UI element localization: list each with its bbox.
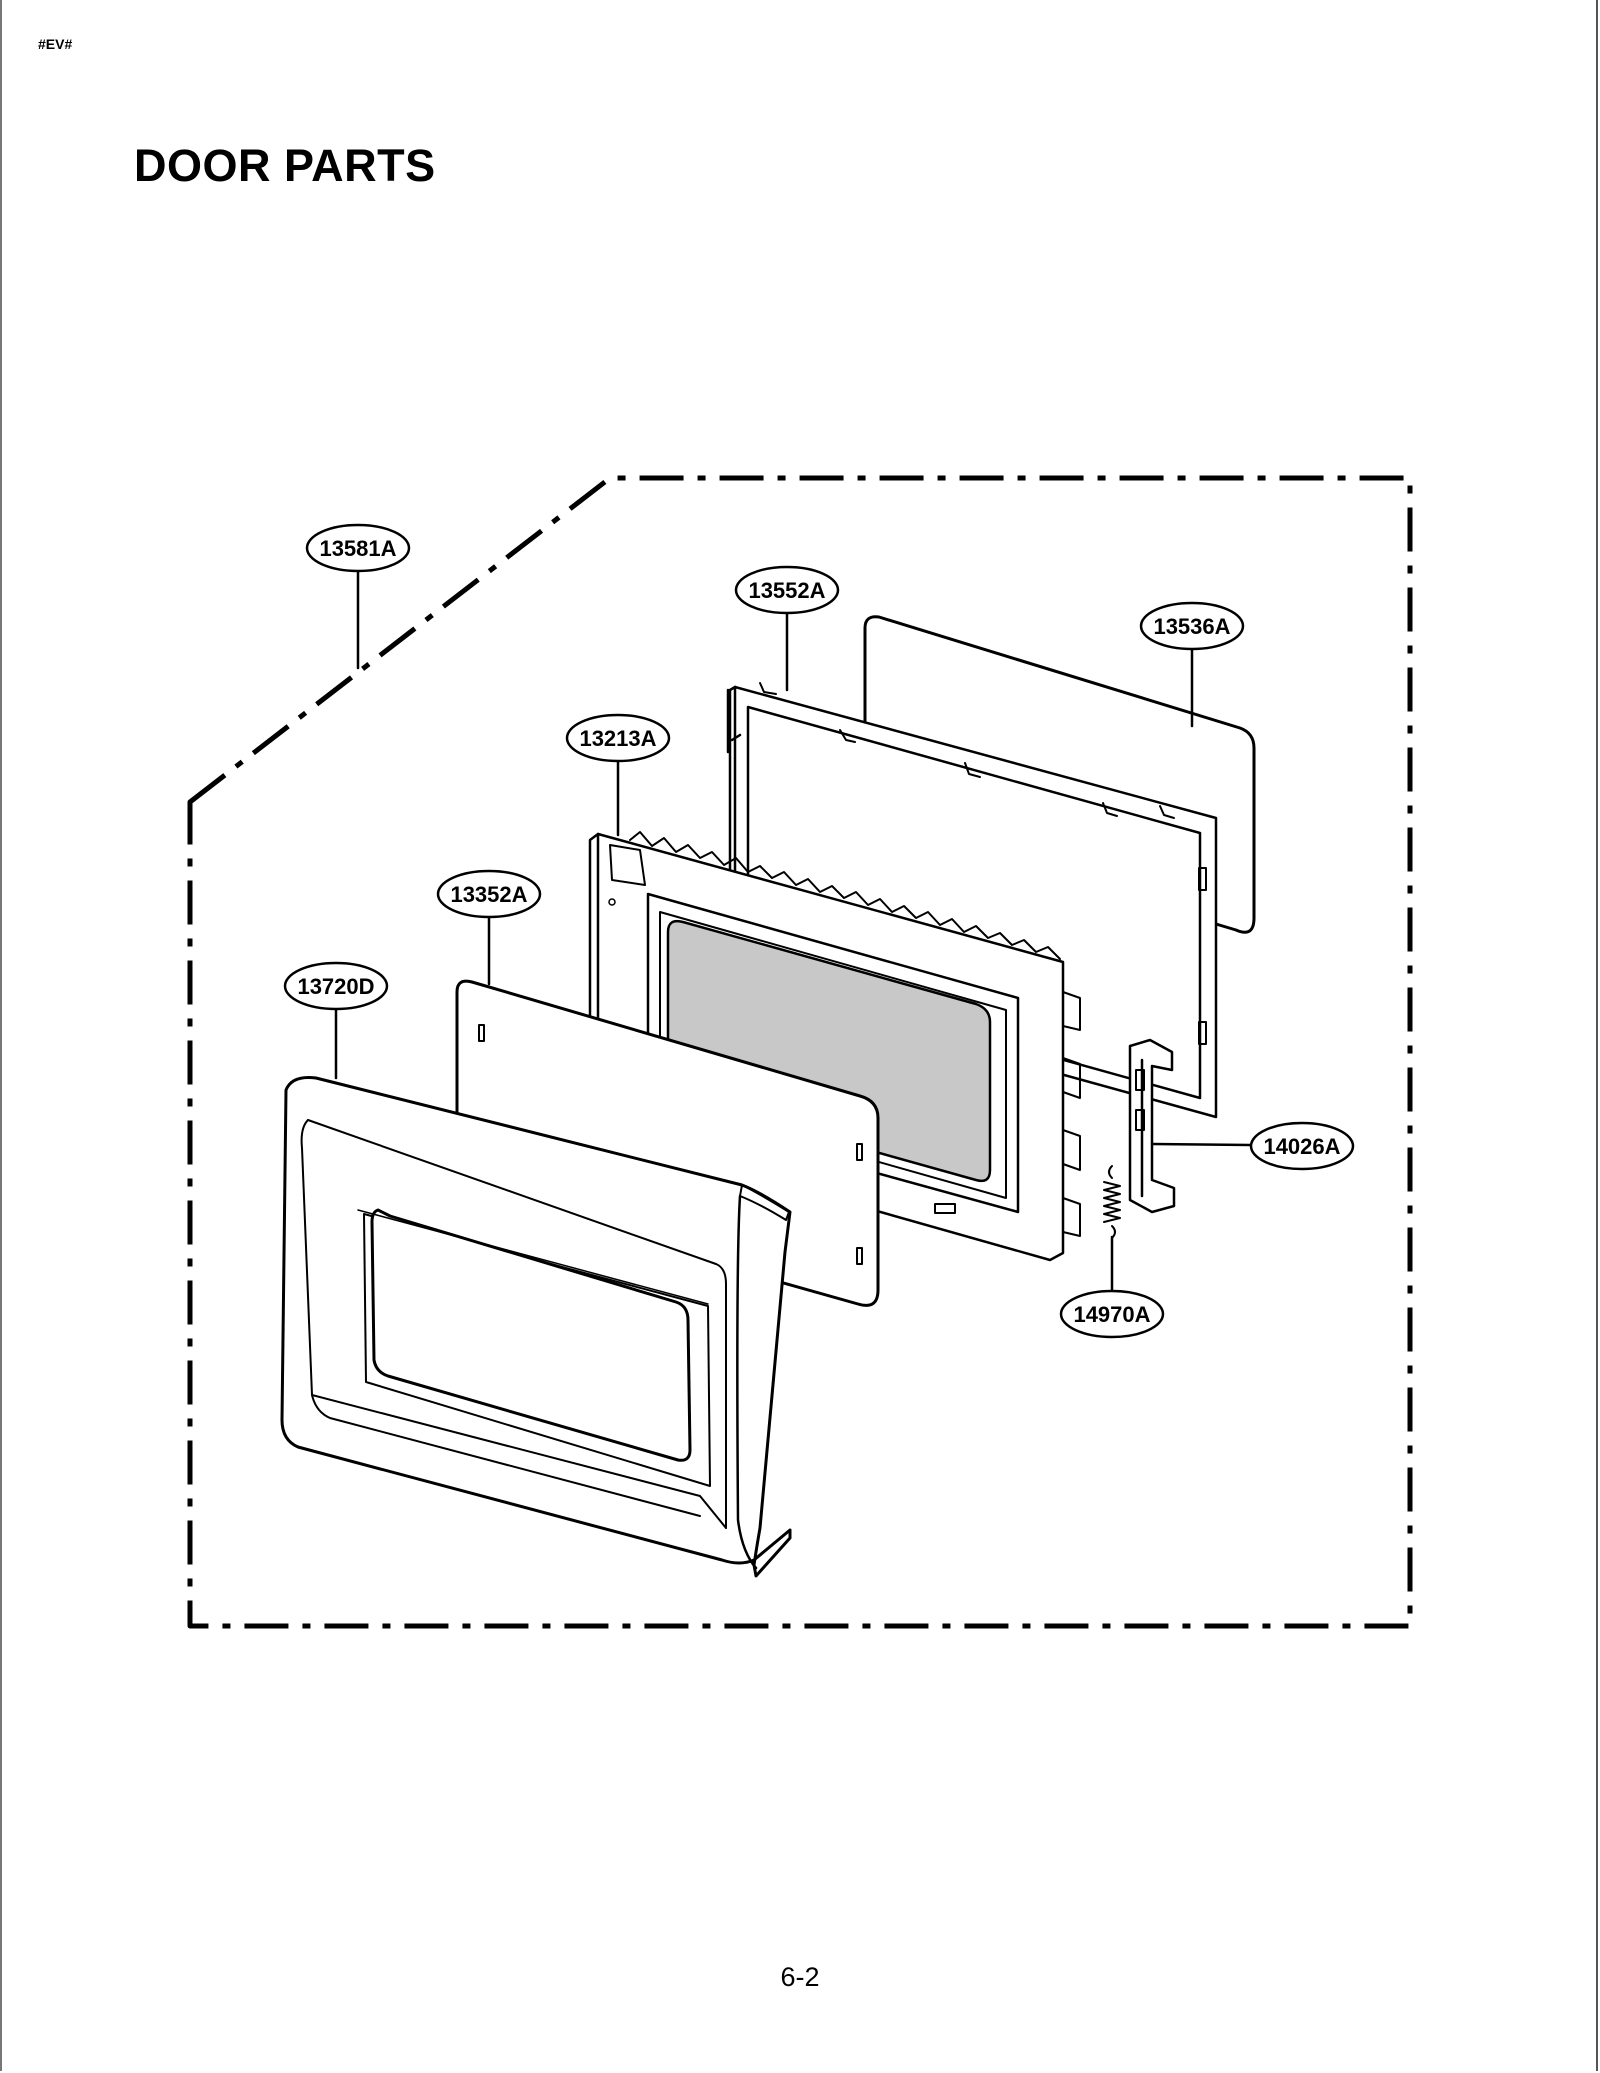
latch-lever-part <box>1128 1038 1176 1214</box>
callout-label-14026A: 14026A <box>1263 1134 1340 1159</box>
leader-lines <box>334 570 1252 1296</box>
callout-label-13213A: 13213A <box>579 726 656 751</box>
callout-14026A <box>1249 1121 1355 1171</box>
page-title: DOOR PARTS <box>134 140 436 191</box>
callout-13213A <box>565 713 671 763</box>
callout-13352A <box>436 869 542 919</box>
callout-bubbles <box>283 523 1355 1339</box>
callout-label-14970A: 14970A <box>1073 1302 1150 1327</box>
page-tag: #EV# <box>38 36 73 52</box>
page-number: 6-2 <box>780 1962 820 1992</box>
callout-13720D <box>283 961 389 1011</box>
callout-label-13581A: 13581A <box>319 536 396 561</box>
door-front-part <box>280 1076 792 1578</box>
assembly-boundary <box>187 475 1413 1629</box>
callout-label-13720D: 13720D <box>297 974 374 999</box>
callout-13536A <box>1139 601 1245 651</box>
callout-13581A <box>305 523 411 573</box>
callout-14970A <box>1059 1289 1165 1339</box>
callout-label-13552A: 13552A <box>748 578 825 603</box>
latch-spring-part <box>1103 1165 1121 1239</box>
callout-label-13352A: 13352A <box>450 882 527 907</box>
callout-label-13536A: 13536A <box>1153 614 1230 639</box>
callout-13552A <box>734 565 840 615</box>
